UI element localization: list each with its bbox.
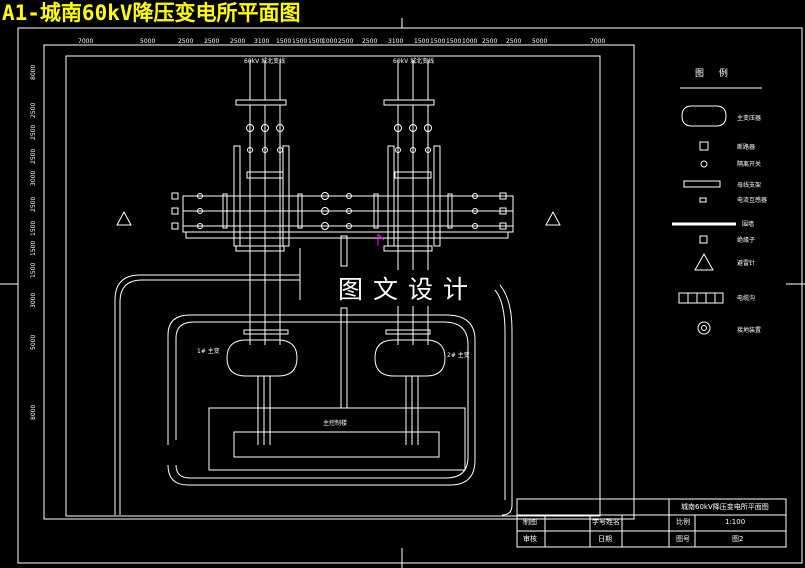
top-dimension-label: 1500 <box>430 38 446 45</box>
left-dimension-label: 1500 <box>30 240 37 256</box>
legend-label-busbar-symbol: 母线支架 <box>737 182 762 189</box>
left-dimension-label: 8000 <box>30 64 37 80</box>
transformer-2 <box>374 339 446 377</box>
title-block-drawn-label: 制图 <box>523 518 537 526</box>
transformer-1 <box>226 339 298 377</box>
incoming-line-label-left: 60kV 城北变线 <box>244 58 286 65</box>
left-dimension-label: 2500 <box>30 148 37 164</box>
lightning-rod-right <box>545 210 561 226</box>
top-dimension-label: 1000 <box>322 38 338 45</box>
legend-label-wall-symbol: 围墙 <box>742 221 755 228</box>
left-dimension-label: 1500 <box>30 220 37 236</box>
legend-label-ct-symbol: 电流互感器 <box>737 197 768 204</box>
legend-label-grounding-symbol: 接地装置 <box>737 327 762 334</box>
left-dimension-label: 5000 <box>30 334 37 350</box>
top-dimension-label: 2500 <box>204 38 220 45</box>
transformer-1-label: 1# 主变 <box>197 348 220 355</box>
title-block-drawing-name: 城南60kV降压变电所平面图 <box>681 503 769 511</box>
left-dimension-label: 1500 <box>30 262 37 278</box>
title-block-review-label: 审核 <box>523 535 537 543</box>
top-dimension-label: 5000 <box>140 38 156 45</box>
top-dimension-label: 2500 <box>178 38 194 45</box>
sheet-border <box>17 27 803 564</box>
left-dimension-label: 2500 <box>30 124 37 140</box>
top-dimension-label: 2500 <box>230 38 246 45</box>
top-dimension-label: 2500 <box>362 38 378 45</box>
top-dimension-label: 1000 <box>462 38 478 45</box>
left-dimension-label: 8000 <box>30 404 37 420</box>
top-dimension-label: 1500 <box>414 38 430 45</box>
title-block-scale-value: 1:100 <box>725 518 746 526</box>
title-block-date-label: 日期 <box>598 535 612 543</box>
top-dimension-label: 5000 <box>532 38 548 45</box>
left-dimension-label: 2500 <box>30 102 37 118</box>
top-dimension-label: 1500 <box>446 38 462 45</box>
drawing-title-banner: A1-城南60kV降压变电所平面图 <box>2 1 301 25</box>
control-room-label: 主控制楼 <box>323 420 348 427</box>
yard-road <box>167 314 476 486</box>
road-inner <box>119 279 506 515</box>
legend-label-disconnector-symbol: 隔离开关 <box>737 161 762 168</box>
left-dimension-label: 3000 <box>30 170 37 186</box>
title-block-number-value: 图2 <box>732 535 744 543</box>
substation-fence <box>65 55 601 517</box>
title-block-scale-label: 比例 <box>676 518 690 526</box>
title-block-number-label: 图号 <box>676 535 690 543</box>
watermark-text: 图文设计 <box>334 270 483 306</box>
legend-title: 图 例 <box>695 69 734 79</box>
top-dimension-label: 1500 <box>292 38 308 45</box>
legend-label-cable-trench-symbol: 电缆沟 <box>737 295 756 302</box>
top-dimension-label: 2500 <box>506 38 522 45</box>
legend-label-breaker-symbol: 断路器 <box>737 144 756 151</box>
legend-label-transformer-symbol: 主变压器 <box>737 115 762 122</box>
control-building <box>208 407 466 471</box>
left-dimension-label: 3000 <box>30 292 37 308</box>
incoming-line-label-right: 60kV 城北变线 <box>393 58 435 65</box>
title-block <box>516 498 787 548</box>
title-block-student-label: 学号姓名 <box>592 518 620 526</box>
legend-label-insulator-symbol: 绝缘子 <box>737 237 756 244</box>
lightning-rod-left <box>116 210 132 226</box>
top-dimension-label: 7000 <box>590 38 606 45</box>
transformer-2-label: 2# 主变 <box>447 352 470 359</box>
top-dimension-label: 1500 <box>276 38 292 45</box>
busbar-frame <box>182 195 514 233</box>
legend-label-lightning-rod-symbol: 避雷针 <box>737 260 756 267</box>
top-dimension-label: 1500 <box>308 38 324 45</box>
top-dimension-label: 3100 <box>254 38 270 45</box>
top-dimension-label: 3100 <box>388 38 404 45</box>
top-dimension-label: 2500 <box>338 38 354 45</box>
top-dimension-label: 7000 <box>78 38 94 45</box>
left-dimension-label: 2500 <box>30 196 37 212</box>
top-dimension-label: 2500 <box>482 38 498 45</box>
road-outer <box>114 274 513 516</box>
